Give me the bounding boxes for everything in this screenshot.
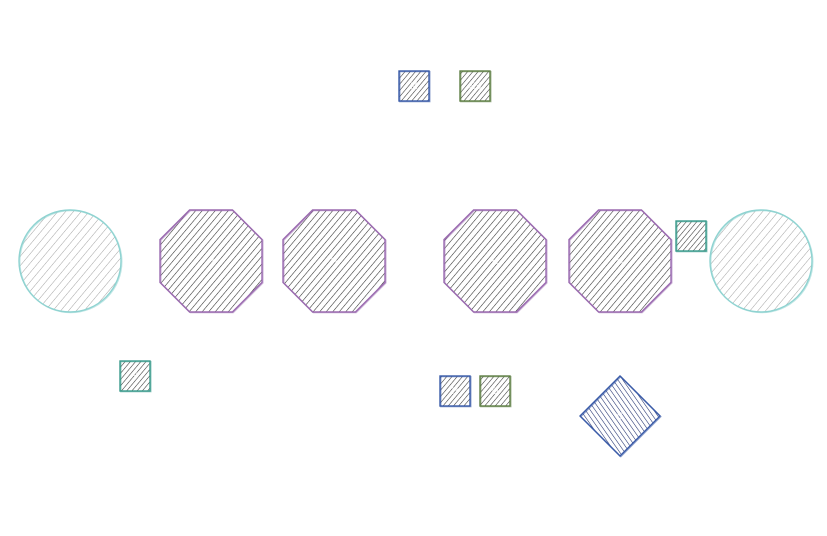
- octagon-2-label: H: [331, 257, 338, 267]
- square-top-blue-outline: [399, 70, 431, 103]
- diamond-blue-label: C: [617, 412, 623, 422]
- octagon-1-outline: [160, 209, 264, 314]
- square-bottom-green-outline: [480, 375, 512, 408]
- circle-right-outline: [710, 209, 814, 314]
- octagon-4-outline: [569, 209, 673, 314]
- diamond-blue-node[interactable]: C: [579, 375, 662, 458]
- octagon-3-label: H: [492, 257, 499, 267]
- octagon-4-label: H: [617, 257, 624, 267]
- square-left-teal-shape: [119, 360, 151, 392]
- square-bottom-blue-label: H: [452, 387, 459, 397]
- octagon-2-node[interactable]: H: [282, 209, 387, 314]
- square-right-teal-shape: [675, 220, 707, 252]
- square-right-teal-outline: [676, 220, 708, 253]
- diamond-blue-outline: [579, 375, 662, 458]
- octagon-1-label: H: [208, 257, 215, 267]
- octagon-3-node[interactable]: H: [443, 209, 548, 314]
- square-top-green-label: NS: [469, 82, 482, 92]
- square-top-green-outline: [460, 70, 492, 103]
- square-left-teal-node[interactable]: S: [119, 360, 152, 393]
- circle-left-label: A: [67, 257, 74, 267]
- square-right-teal-node[interactable]: [675, 220, 708, 253]
- square-bottom-blue-outline: [440, 375, 472, 408]
- octagon-3-outline: [444, 209, 548, 314]
- square-top-green-shape: [459, 70, 491, 102]
- square-bottom-green-label: D: [492, 387, 499, 397]
- square-bottom-green-node[interactable]: D: [479, 375, 512, 408]
- square-bottom-green-shape: [479, 375, 511, 407]
- circle-right-node[interactable]: A: [709, 209, 814, 314]
- square-top-blue-shape: [398, 70, 430, 102]
- circle-left-outline: [19, 209, 123, 314]
- diagram-nodes: A H H H H A M NS S H D C: [18, 70, 814, 458]
- square-left-teal-outline: [120, 360, 152, 393]
- circle-left-node[interactable]: A: [18, 209, 123, 314]
- square-left-teal-label: S: [132, 372, 138, 382]
- square-top-green-node[interactable]: NS: [459, 70, 492, 103]
- square-top-blue-label: M: [410, 82, 418, 92]
- circle-right-label: A: [758, 257, 765, 267]
- square-top-blue-node[interactable]: M: [398, 70, 431, 103]
- octagon-1-node[interactable]: H: [159, 209, 264, 314]
- octagon-2-outline: [283, 209, 387, 314]
- square-bottom-blue-node[interactable]: H: [439, 375, 472, 408]
- octagon-4-node[interactable]: H: [568, 209, 673, 314]
